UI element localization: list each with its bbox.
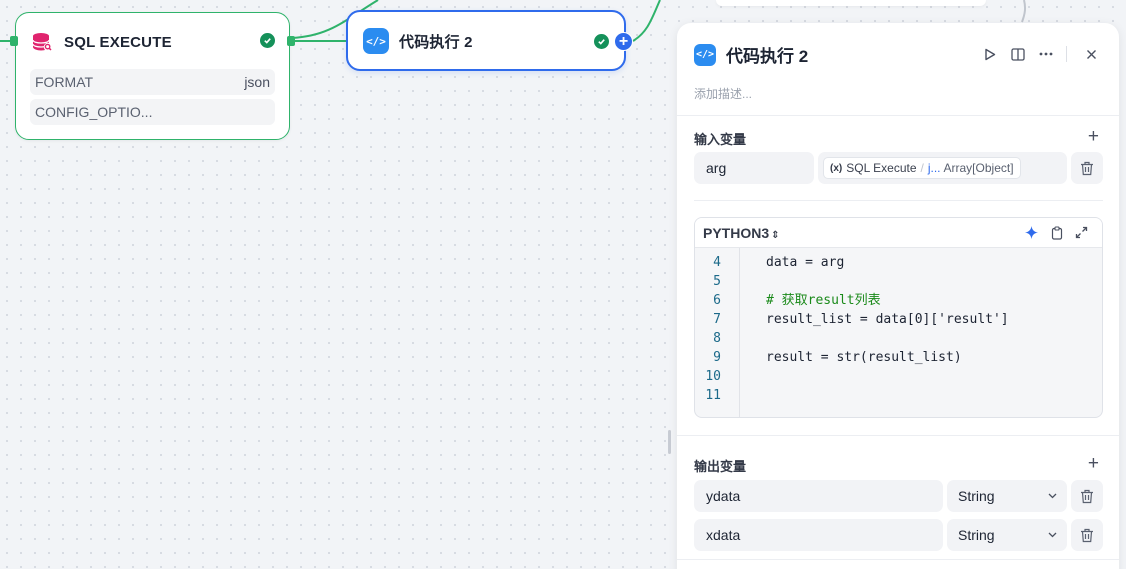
sql-node-header: SQL EXECUTE — [30, 29, 172, 55]
select-value: String — [958, 527, 995, 543]
param-row-config-options: CONFIG_OPTIO... — [30, 99, 275, 125]
divider — [677, 559, 1119, 560]
run-icon[interactable] — [976, 45, 1004, 63]
param-label: CONFIG_OPTIO... — [35, 104, 153, 120]
output-port-handle[interactable] — [287, 36, 295, 46]
code-node-title: 代码执行 2 — [399, 33, 473, 51]
trash-icon — [1081, 161, 1093, 175]
code-icon: </> — [694, 43, 716, 66]
code-icon: </> — [363, 28, 389, 54]
output-var-type-select[interactable]: String — [947, 480, 1067, 512]
param-label: FORMAT — [35, 74, 94, 90]
chevron-down-icon — [1048, 493, 1057, 499]
code-gutter-divider — [739, 248, 740, 417]
code-node-header: </> 代码执行 2 — [363, 28, 473, 54]
add-input-variable-button[interactable]: + — [1087, 126, 1099, 147]
close-icon[interactable] — [1077, 45, 1105, 63]
node-settings-panel: </> 代码执行 2 添加描述... 输入变量 + arg (x) SQL Ex… — [677, 23, 1119, 569]
panel-resize-handle[interactable] — [668, 430, 671, 454]
panel-actions — [976, 45, 1105, 63]
code-line: 11 — [705, 388, 721, 403]
input-variables-label: 输入变量 — [694, 132, 747, 147]
success-check-icon — [260, 33, 275, 48]
code-line: 10 — [705, 369, 721, 384]
trash-icon — [1081, 528, 1093, 542]
more-icon[interactable] — [1032, 45, 1060, 63]
expand-icon[interactable] — [1069, 226, 1094, 239]
chevron-down-icon — [1048, 532, 1057, 538]
split-view-icon[interactable] — [1004, 45, 1032, 63]
ref-var-type: Array[Object] — [943, 161, 1014, 175]
sql-node-title: SQL EXECUTE — [64, 33, 172, 51]
panel-title[interactable]: 代码执行 2 — [726, 47, 809, 66]
input-var-name-field[interactable]: arg — [694, 152, 814, 184]
ref-var-name: j... — [927, 161, 941, 175]
description-input[interactable]: 添加描述... — [694, 87, 753, 101]
code-line: 5 — [713, 274, 721, 289]
add-next-node-button[interactable]: + — [614, 32, 633, 51]
output-var-type-select[interactable]: String — [947, 519, 1067, 551]
delete-output-variable-button[interactable] — [1071, 480, 1103, 512]
code-exec-node[interactable]: </> 代码执行 2 — [346, 10, 626, 71]
param-value: json — [244, 74, 270, 90]
code-line: 8 — [713, 331, 721, 346]
ref-node-name: SQL Execute — [846, 161, 917, 175]
input-port-handle[interactable] — [10, 36, 18, 46]
delete-output-variable-button[interactable] — [1071, 519, 1103, 551]
divider — [677, 435, 1119, 436]
output-var-name-field[interactable]: xdata — [694, 519, 943, 551]
code-tools — [1019, 225, 1094, 240]
add-output-variable-button[interactable]: + — [1087, 453, 1099, 474]
variable-x-icon: (x) — [830, 162, 843, 174]
language-selector[interactable]: PYTHON3⇕ — [703, 225, 780, 241]
divider — [677, 115, 1119, 116]
database-icon — [32, 33, 53, 52]
input-var-reference-field[interactable]: (x) SQL Execute / j... Array[Object] — [818, 152, 1067, 184]
select-value: String — [958, 488, 995, 504]
divider — [694, 200, 1103, 201]
variable-reference-chip: (x) SQL Execute / j... Array[Object] — [823, 157, 1021, 179]
panel-header: </> 代码执行 2 — [694, 42, 808, 67]
output-variables-label: 输出变量 — [694, 459, 747, 474]
offscreen-node-edge — [716, 0, 986, 6]
output-var-name-field[interactable]: ydata — [694, 480, 943, 512]
ai-sparkle-icon[interactable] — [1019, 225, 1044, 240]
trash-icon — [1081, 489, 1093, 503]
code-editor-toolbar: PYTHON3⇕ — [695, 218, 1102, 248]
delete-input-variable-button[interactable] — [1071, 152, 1103, 184]
success-check-icon — [594, 34, 609, 49]
param-row-format: FORMAT json — [30, 69, 275, 95]
copy-icon[interactable] — [1044, 225, 1069, 240]
actions-divider — [1066, 46, 1067, 62]
code-line: 6# 获取result列表 — [713, 293, 881, 308]
sql-execute-node[interactable]: SQL EXECUTE FORMAT json CONFIG_OPTIO... — [15, 12, 290, 140]
